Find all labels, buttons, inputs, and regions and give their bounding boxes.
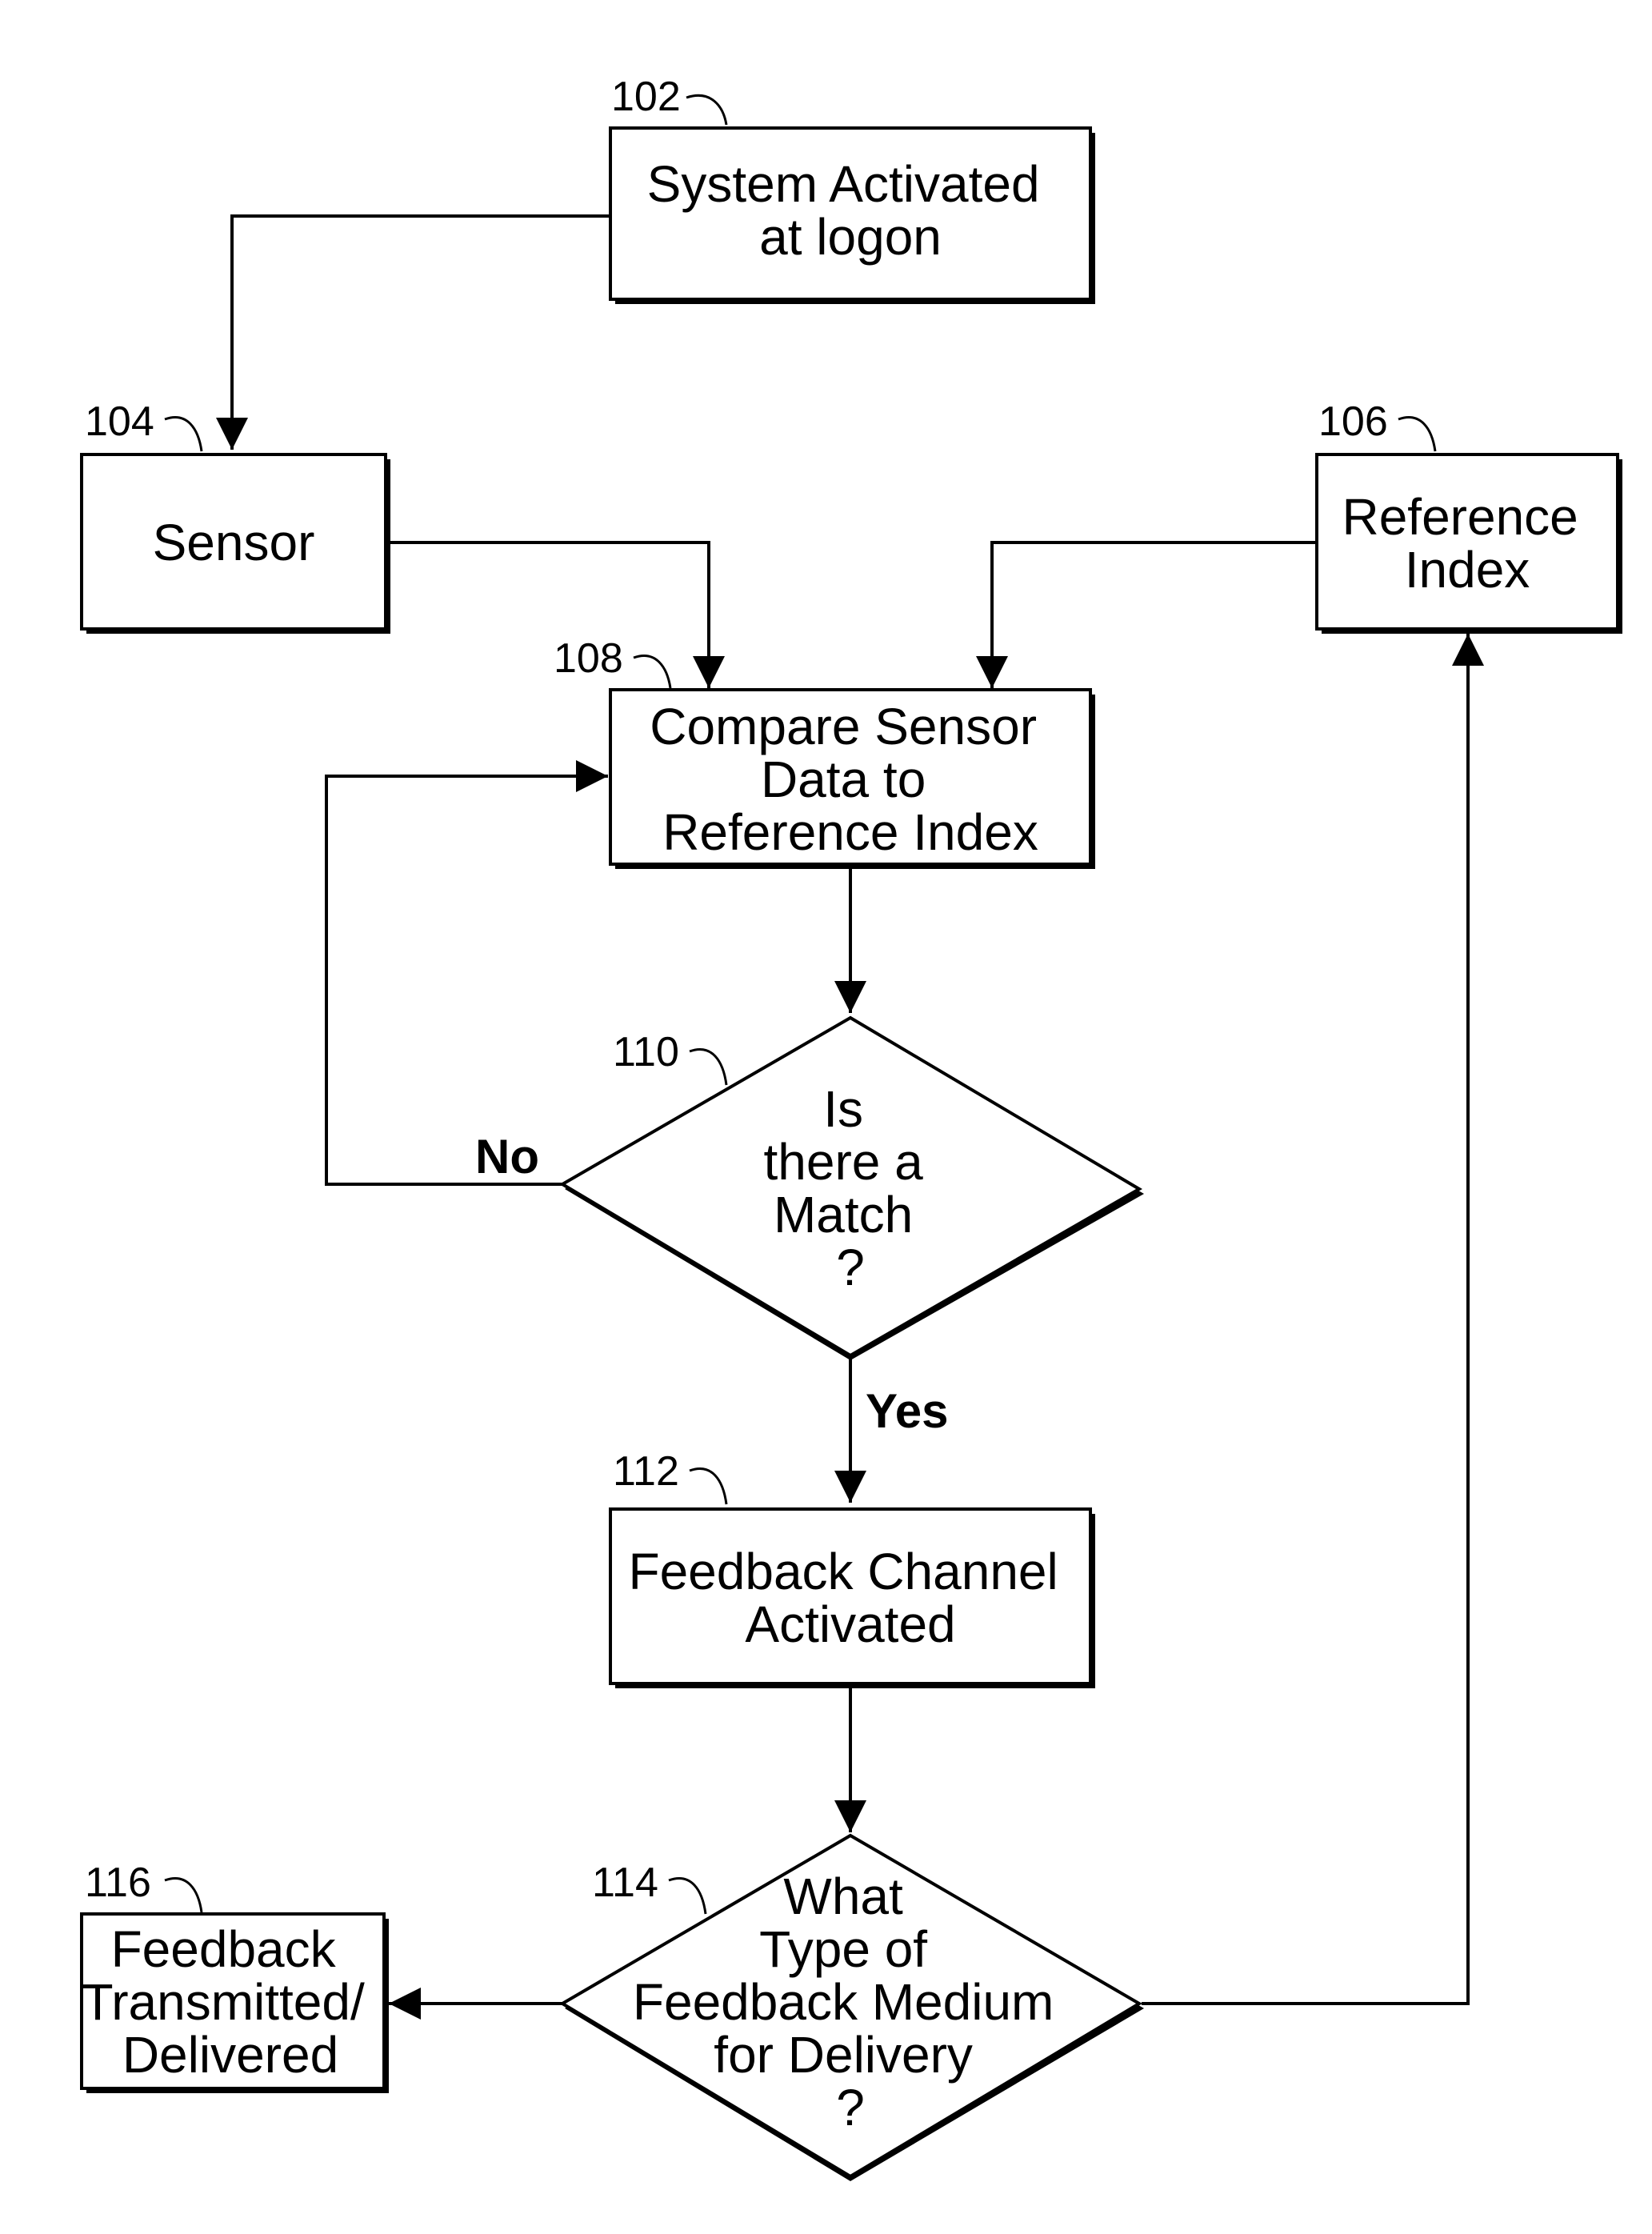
leader-108 bbox=[634, 656, 670, 688]
process-box-106: Reference Index bbox=[1317, 454, 1622, 634]
box-112-line-1: Feedback Channel bbox=[628, 1543, 1058, 1600]
svg-text:Sensor: Sensor bbox=[153, 514, 315, 571]
ref-label-112: 112 bbox=[613, 1448, 679, 1495]
leader-102 bbox=[686, 95, 726, 125]
box-104-line-1: Sensor bbox=[153, 514, 315, 571]
process-box-116: Feedback Transmitted/ Delivered bbox=[82, 1914, 389, 2093]
leader-112 bbox=[690, 1469, 726, 1504]
box-106-line-2: Index bbox=[1405, 541, 1530, 599]
diamond-114-line-3: Feedback Medium bbox=[633, 1973, 1054, 2031]
edge-114-to-106 bbox=[1142, 634, 1468, 2004]
box-108-line-1: Compare Sensor bbox=[650, 698, 1037, 755]
diamond-114-line-5: ? bbox=[836, 2079, 865, 2136]
diamond-114-line-2: Type of bbox=[759, 1920, 927, 1978]
edge-102-to-104 bbox=[232, 216, 610, 450]
ref-label-104: 104 bbox=[85, 398, 154, 445]
diamond-114-line-1: What bbox=[783, 1868, 903, 1925]
svg-text:Feedback Transmitted/: Feedback Transmitted/ Delivered bbox=[82, 1920, 378, 2084]
edge-label-yes: Yes bbox=[866, 1384, 948, 1438]
ref-label-102: 102 bbox=[611, 74, 681, 120]
ref-label-106: 106 bbox=[1318, 398, 1388, 445]
box-112-line-2: Activated bbox=[745, 1595, 955, 1653]
edge-label-no: No bbox=[475, 1130, 539, 1183]
box-116-line-2: Transmitted/ bbox=[82, 1973, 365, 2031]
process-box-112: Feedback Channel Activated bbox=[610, 1509, 1095, 1688]
box-108-line-3: Reference Index bbox=[662, 803, 1038, 861]
ref-label-110: 110 bbox=[613, 1029, 679, 1075]
ref-label-114: 114 bbox=[592, 1860, 658, 1906]
process-box-104: Sensor bbox=[82, 454, 390, 634]
leader-104 bbox=[165, 418, 202, 451]
leader-110 bbox=[690, 1050, 726, 1085]
edge-110-no-to-108 bbox=[326, 776, 608, 1184]
box-108-line-2: Data to bbox=[761, 751, 926, 808]
leader-116 bbox=[165, 1879, 202, 1912]
box-116-line-3: Delivered bbox=[122, 2026, 338, 2084]
box-106-line-1: Reference bbox=[1342, 488, 1578, 546]
process-box-102: System Activated at logon bbox=[610, 128, 1095, 304]
box-102-line-1: System Activated bbox=[647, 155, 1040, 213]
edge-104-to-108 bbox=[390, 542, 709, 688]
diamond-110-line-3: Match bbox=[774, 1186, 913, 1243]
diamond-110-line-2: there a bbox=[763, 1133, 923, 1191]
diamond-110-line-4: ? bbox=[836, 1239, 865, 1296]
diamond-114-line-4: for Delivery bbox=[714, 2026, 973, 2084]
process-box-108: Compare Sensor Data to Reference Index bbox=[610, 690, 1095, 869]
svg-text:What Type of Feedb: What Type of Feedback Medium for Deliver… bbox=[633, 1868, 1068, 2136]
leader-114 bbox=[669, 1879, 706, 1914]
ref-label-108: 108 bbox=[554, 635, 623, 682]
edge-106-to-108 bbox=[992, 542, 1317, 688]
leader-106 bbox=[1398, 418, 1435, 451]
ref-label-116: 116 bbox=[85, 1860, 151, 1906]
box-102-line-2: at logon bbox=[759, 208, 942, 266]
diamond-110-line-1: Is bbox=[823, 1080, 863, 1138]
box-116-line-1: Feedback bbox=[111, 1920, 337, 1978]
